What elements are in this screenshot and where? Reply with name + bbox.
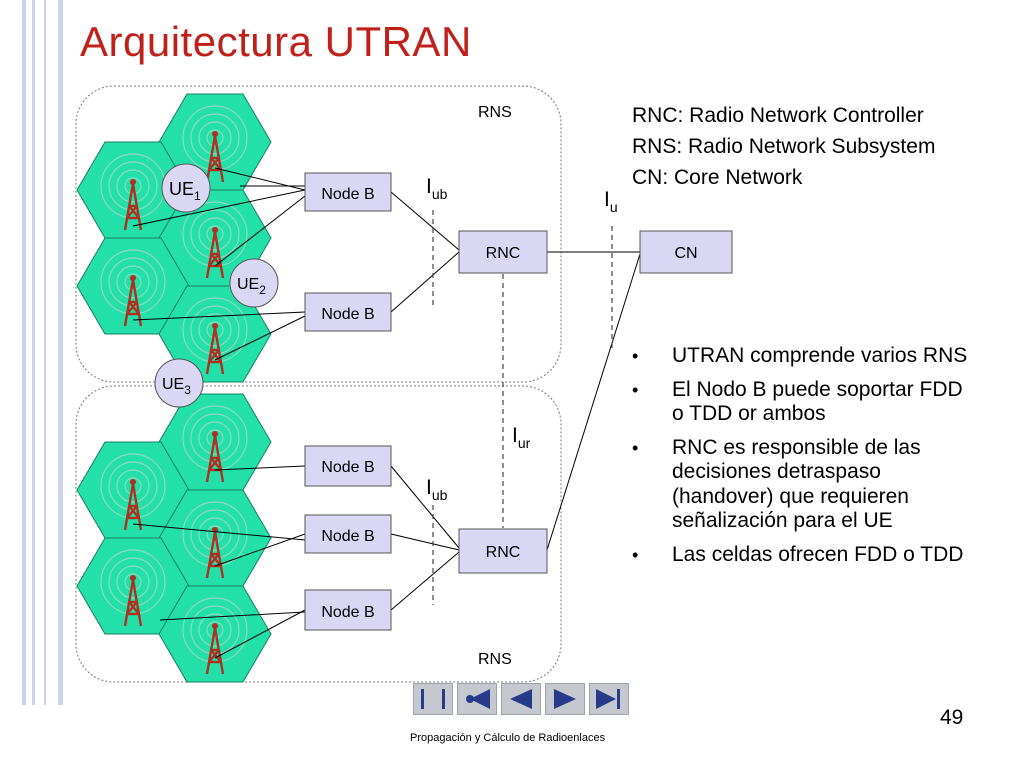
definition-rns: RNS: Radio Network Subsystem [632,135,936,158]
page-number: 49 [940,706,964,729]
definition-cn: CN: Core Network [632,166,803,189]
bullet-icon: • [632,437,639,458]
node-b-box: Node B [304,172,392,212]
cn-label: CN [674,245,697,262]
svg-text:UE3: UE3 [162,376,191,397]
ue-label: UE [237,276,259,293]
ue-bubble: UE2 [229,258,279,308]
rnc-label: RNC [486,245,521,262]
bullet-icon: • [632,544,639,565]
bullet-item: •El Nodo B puede soportar FDD o TDD or a… [632,377,963,426]
iur-label: Iur [512,424,531,451]
svg-text:UE2: UE2 [237,276,266,297]
next-slide-button[interactable] [545,683,585,715]
iub-label-bottom: Iub [426,476,448,503]
previous-section-button[interactable] [457,683,497,715]
rnc-label: RNC [486,544,521,561]
node-b-box: Node B [304,445,392,487]
node-b-box: Node B [304,514,392,554]
ue-subscript: 3 [184,383,191,397]
rnc-box: RNC [458,230,548,274]
iub-label-top: Iub [426,175,448,202]
node-b-label: Node B [321,186,374,203]
decorative-bar [44,0,46,705]
ue-label: UE [162,376,184,393]
ue-subscript: 2 [259,283,266,297]
node-b-box: Node B [304,589,392,631]
bullet-list: •UTRAN comprende varios RNS •El Nodo B p… [630,344,980,576]
ue-bubble: UE3 [154,358,204,408]
bullet-icon: • [632,379,639,400]
ue-subscript: 1 [194,189,201,203]
node-b-label: Node B [321,459,374,476]
first-slide-icon [421,689,445,709]
node-b-label: Node B [321,528,374,545]
node-b-box: Node B [304,292,392,332]
ue-bubble: UE1 [161,163,211,213]
previous-slide-icon [510,689,532,709]
ue-label: UE [169,179,194,199]
rns-top-label: RNS [478,104,512,121]
first-slide-button[interactable] [413,683,453,715]
cn-box: CN [639,230,733,274]
bullet-icon: • [632,346,639,366]
definition-rnc: RNC: Radio Network Controller [632,104,924,127]
node-b-label: Node B [321,604,374,621]
svg-text:UE1: UE1 [169,179,201,203]
decorative-bar [32,0,35,705]
previous-slide-button[interactable] [501,683,541,715]
rns-bottom-label: RNS [478,651,512,668]
decorative-bar [58,0,63,705]
rns-top-boundary [75,85,562,383]
definitions: RNC: Radio Network Controller RNS: Radio… [632,100,935,193]
decorative-bar [22,0,26,705]
last-slide-button[interactable] [589,683,629,715]
previous-section-icon [466,689,490,709]
bullet-item: •RNC es responsible de las decisiones de… [632,435,921,533]
rns-bottom-boundary [75,385,562,683]
last-slide-icon [596,689,620,709]
bullet-item: •Las celdas ofrecen FDD o TDD [632,542,964,566]
node-b-label: Node B [321,306,374,323]
next-slide-icon [554,689,576,709]
slide-title: Arquitectura UTRAN [80,18,472,65]
slide-footer: Propagación y Cálculo de Radioenlaces [410,732,606,744]
rnc-box: RNC [458,528,548,574]
slide-navigation [413,683,629,717]
bullet-item: •UTRAN comprende varios RNS [632,344,968,367]
iu-label: Iu [604,188,618,215]
